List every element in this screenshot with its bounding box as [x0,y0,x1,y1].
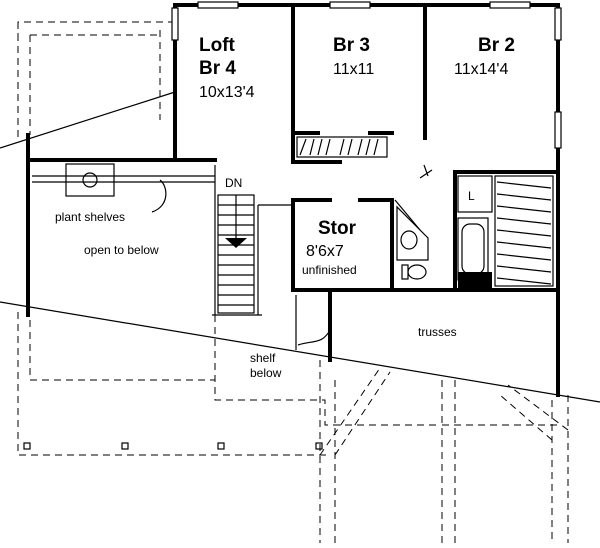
loft-size: 10x13'4 [199,84,255,101]
loft-label-line2: Br 4 [199,58,236,79]
br2-size: 11x14'4 [454,61,508,78]
shelf-label-line1: shelf [250,351,276,365]
open-to-below-label: open to below [84,243,159,257]
closet-br2 [494,175,554,287]
roof-outline [17,21,569,543]
porch-posts [23,442,323,450]
br2-label: Br 2 [478,35,515,56]
down-label: DN [225,176,242,190]
closet-br3 [296,136,388,158]
stairs [212,165,292,316]
plant-shelves [32,163,331,346]
bathroom-fixtures: L [396,175,493,288]
trusses-label: trusses [418,325,457,339]
stor-size: 8'6x7 [306,243,344,260]
br3-size: 11x11 [333,61,374,78]
loft-label-line1: Loft [199,35,236,56]
stor-label: Stor [318,218,357,239]
windows [171,1,562,149]
plant-shelves-label: plant shelves [55,210,125,224]
closet-letter: L [468,189,475,203]
shelf-label-line2: below [250,366,282,380]
br3-label: Br 3 [333,35,370,56]
room-labels: Loft Br 4 10x13'4 Br 3 11x11 Br 2 11x14'… [55,35,515,380]
stor-note: unfinished [302,263,357,277]
hall-door-swing [394,164,433,231]
interior-walls [173,3,560,292]
